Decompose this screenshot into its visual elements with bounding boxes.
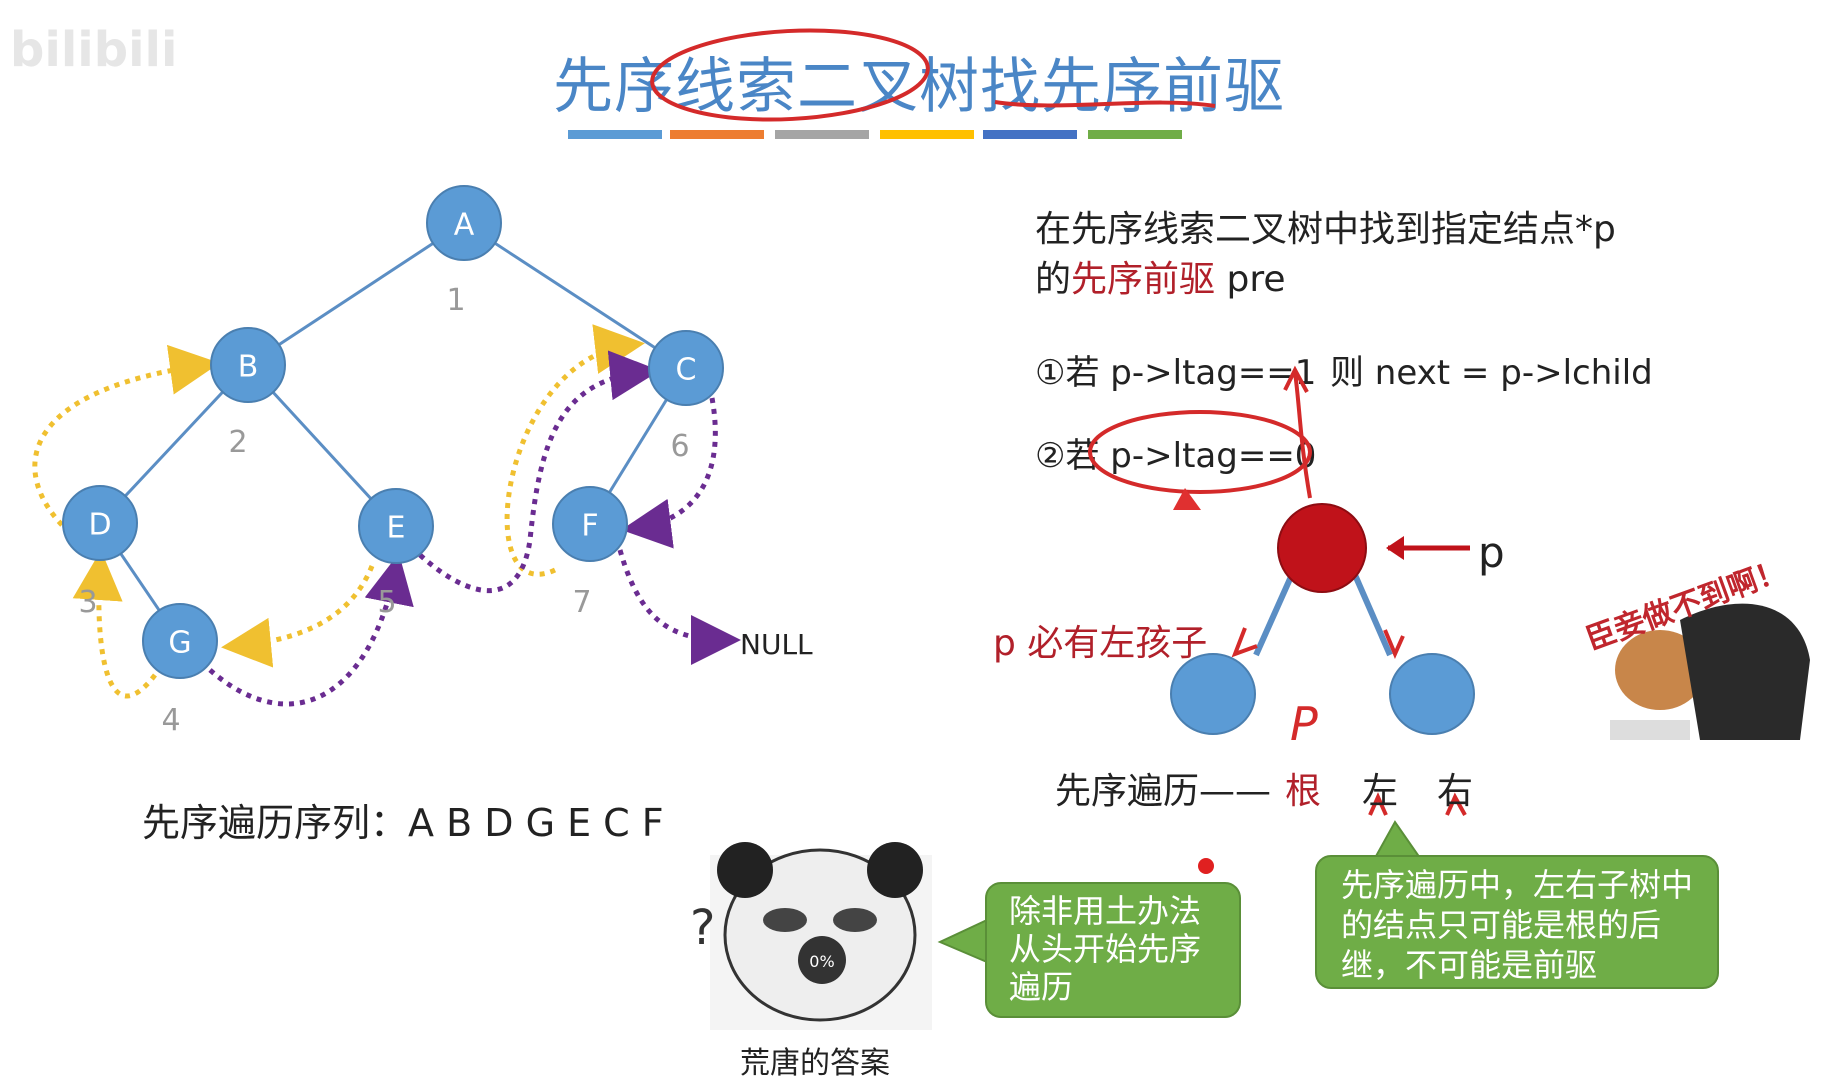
title-bar-orange: [670, 130, 764, 139]
preorder-note-box: 先序遍历中，左右子树中的结点只可能是根的后继，不可能是前驱: [1315, 855, 1719, 989]
edge-a-b: [247, 221, 465, 367]
order-number-b: 2: [228, 425, 247, 460]
thread-d-to-b: [32, 344, 220, 527]
node-label: D: [88, 508, 111, 543]
kneeling-character-sticker: [1590, 545, 1810, 745]
left-check-annotation: [1231, 627, 1258, 658]
thread-e-to-c: [418, 350, 660, 594]
p-left-child-note: p 必有左孩子: [993, 623, 1208, 664]
p-right-child-node: [1389, 653, 1475, 735]
rule-1-then: 则 next = p->lchild: [1330, 353, 1653, 393]
title-bar-gray: [775, 130, 869, 139]
thread-g-to-e: [208, 553, 414, 707]
preorder-left: 左: [1362, 771, 1399, 812]
order-number-c: 6: [670, 429, 689, 464]
thread-e-to-g: [221, 565, 375, 668]
red-dot-icon: [1198, 858, 1214, 874]
progress-badge-icon: [798, 936, 846, 984]
node-label: E: [387, 511, 406, 546]
tree-node-c: C: [648, 330, 724, 406]
progress-badge: 0%: [809, 952, 834, 971]
tree-node-d: D: [62, 485, 138, 561]
rule-2-condition: p->ltag==0: [1110, 436, 1317, 476]
tree-node-b: B: [210, 327, 286, 403]
description-prefix: 的: [1035, 259, 1072, 300]
node-label: C: [676, 353, 697, 388]
title-bar-darkblue: [983, 130, 1077, 139]
tree-node-a: A: [426, 185, 502, 261]
up-arrow-annotation: [1283, 365, 1312, 499]
node-label: F: [581, 509, 598, 544]
node-label: B: [238, 350, 259, 385]
title-bar-blue: [568, 130, 662, 139]
order-number-f: 7: [572, 585, 591, 620]
order-number-e: 5: [377, 585, 396, 620]
node-label: A: [454, 208, 475, 243]
right-check-annotation: [1383, 629, 1405, 660]
note-pointer: [1373, 820, 1422, 859]
title-underline-annotation: [994, 100, 1216, 108]
preorder-rule-label: 先序遍历——: [1055, 771, 1272, 812]
preorder-root: 根: [1285, 771, 1322, 812]
description-suffix: pre: [1215, 259, 1286, 300]
thread-g-to-d: [72, 550, 157, 699]
panda-meme-image: 0%: [710, 842, 1214, 1030]
right-tick-annotation: [1445, 792, 1467, 816]
tree-node-g: G: [142, 603, 218, 679]
thread-f-to-c: [504, 324, 645, 577]
title-bar-green: [1088, 130, 1182, 139]
bilibili-watermark: bilibili: [10, 22, 178, 78]
condition-circle-annotation: [1088, 410, 1312, 494]
left-tick-annotation: [1368, 792, 1388, 816]
tree-node-f: F: [552, 486, 628, 562]
p-pointer-arrowhead: [1386, 536, 1404, 560]
null-label: NULL: [740, 628, 813, 661]
title-bar-yellow: [880, 130, 974, 139]
edge-a-c: [463, 221, 687, 370]
description-line-1: 在先序线索二叉树中找到指定结点*p: [1035, 209, 1616, 250]
p-pointer-label: p: [1478, 528, 1505, 577]
thread-c-to-f: [621, 397, 718, 549]
speech-bubble: 除非用土办法从头开始先序遍历: [985, 882, 1241, 1018]
p-root-node: [1277, 503, 1367, 593]
description-highlight: 先序前驱: [1071, 259, 1216, 300]
title-circle-annotation: [650, 28, 930, 122]
tree-node-e: E: [358, 488, 434, 564]
rule-1: ①若 p->ltag==1: [1035, 353, 1317, 393]
node-label: G: [168, 626, 191, 661]
description-line-2: 的先序前驱 pre: [1035, 250, 1285, 302]
bubble-pointer: [937, 918, 988, 964]
order-number-g: 4: [161, 703, 180, 738]
preorder-right: 右: [1437, 771, 1474, 812]
order-number-d: 3: [78, 585, 97, 620]
red-marker: [1173, 488, 1201, 510]
rule-2: ②若 p->ltag==0: [1035, 428, 1316, 477]
question-mark: ?: [690, 900, 716, 956]
preorder-sequence: 先序遍历序列：A B D G E C F: [142, 801, 664, 845]
handwritten-p: P: [1290, 697, 1318, 751]
order-number-a: 1: [446, 283, 465, 318]
thread-f-to-null: [617, 549, 741, 665]
meme-caption: 荒唐的答案: [740, 1046, 890, 1081]
p-left-child-node: [1170, 653, 1256, 735]
